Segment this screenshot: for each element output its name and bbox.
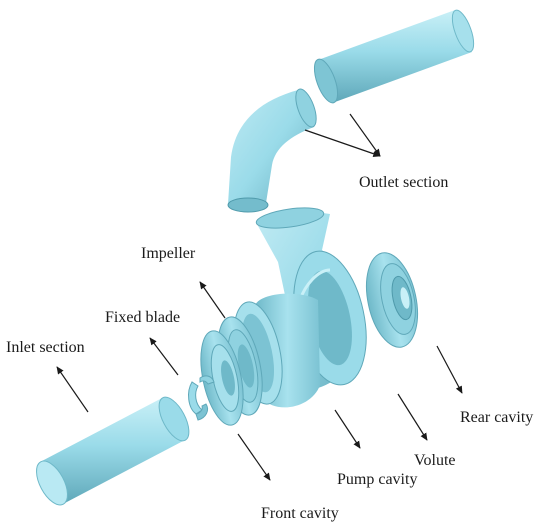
leader-lines [56,113,463,481]
rear-cavity-arrow [436,345,463,394]
outlet-straight-pipe [313,9,475,104]
rear-cavity [365,252,419,348]
volute-arrow [397,393,428,441]
label-pump-cavity: Pump cavity [337,471,418,488]
label-fixed-blade: Fixed blade [105,309,181,326]
front-cavity-arrow [237,433,271,481]
label-rear-cavity: Rear cavity [460,409,534,426]
impeller-arrow [199,281,226,319]
label-impeller: Impeller [141,245,196,262]
outlet-arrow-elbow [304,129,381,157]
front-cavity [200,330,244,426]
fixed-blade [188,375,215,421]
label-outlet-section: Outlet section [359,174,449,191]
fixed-blade-arrow [149,337,179,376]
inlet-arrow [56,366,89,413]
inlet-section-pipe [36,396,190,506]
label-inlet-section: Inlet section [6,339,85,356]
outlet-elbow [227,88,317,213]
label-front-cavity: Front cavity [261,505,339,522]
outlet-arrow-pipe [349,113,381,157]
pump-cavity-arrow [334,409,361,449]
label-volute: Volute [414,452,456,469]
